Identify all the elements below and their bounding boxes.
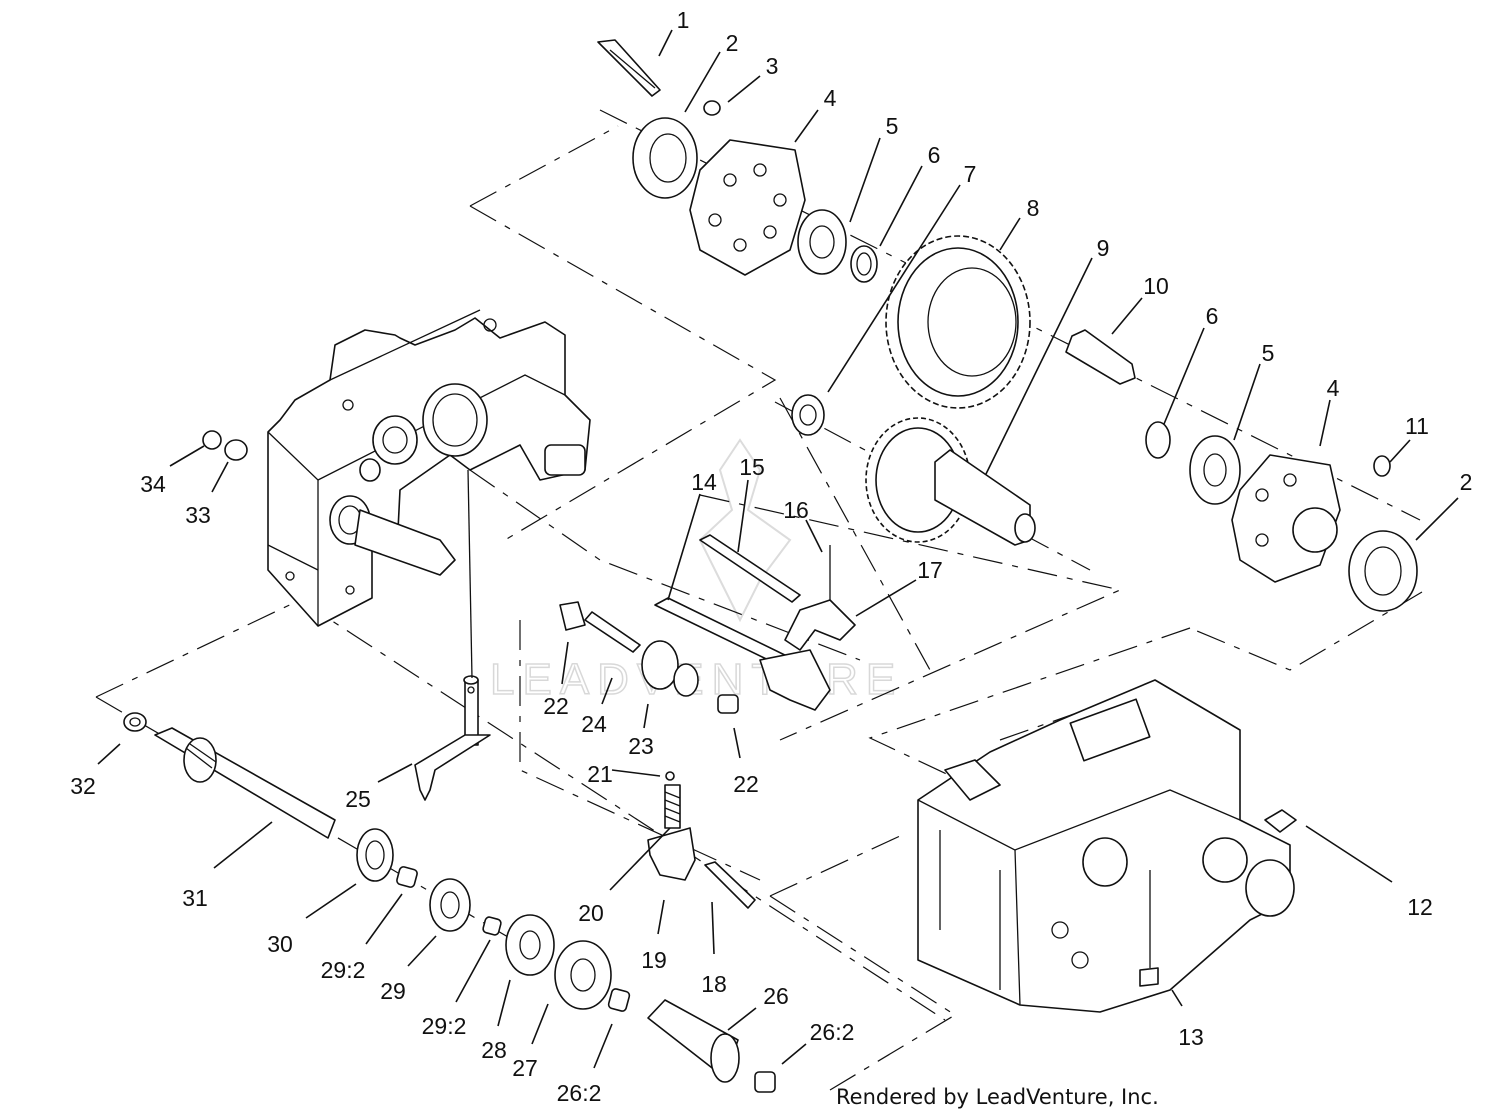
callout-leader-c4b (1319, 399, 1331, 447)
callout-label-c22b: 22 (733, 771, 759, 797)
callout-leader-c27 (531, 1003, 549, 1045)
callout-leader-c17 (855, 579, 917, 617)
callout-leader-c30 (305, 883, 357, 919)
callout-label-c25: 25 (345, 786, 371, 812)
callout-label-c2a: 2 (726, 30, 739, 56)
callout-label-c32: 32 (70, 773, 96, 799)
callout-leader-c7 (827, 184, 961, 393)
callout-leader-c11 (1389, 439, 1411, 463)
callout-leader-c29a (365, 893, 403, 945)
part-callouts: 1234567891065411212131415161722242322212… (70, 7, 1472, 1106)
callout-label-c24: 24 (581, 711, 607, 737)
callout-leader-c5b (1233, 363, 1261, 441)
callout-label-c4a: 4 (824, 85, 837, 111)
callout-leader-c25 (377, 763, 413, 783)
callout-leader-c24 (601, 677, 613, 705)
callout-leader-c6b (1163, 327, 1205, 425)
callout-label-c26a: 26:2 (557, 1080, 602, 1106)
shift-fork-rod (414, 469, 491, 801)
callout-leader-c32 (97, 743, 121, 765)
callout-leader-c31 (213, 821, 273, 869)
callout-leader-c26 (727, 1007, 757, 1031)
callout-label-c2b: 2 (1460, 469, 1473, 495)
callout-leader-c14 (667, 493, 701, 601)
callout-label-c1: 1 (677, 7, 690, 33)
callout-label-c8: 8 (1027, 195, 1040, 221)
callout-label-c27: 27 (512, 1055, 538, 1081)
upper-gear-train (597, 39, 878, 283)
callout-leader-c18 (711, 901, 715, 955)
callout-leader-c29 (407, 935, 437, 967)
callout-leader-c21 (611, 769, 661, 777)
callout-leader-c34 (169, 445, 205, 467)
callout-label-c26b: 26:2 (810, 1019, 855, 1045)
callout-leader-c29b (455, 939, 491, 1003)
callout-leader-c12 (1305, 825, 1393, 883)
callout-label-c31: 31 (182, 885, 208, 911)
callout-label-c17: 17 (917, 557, 943, 583)
callout-label-c5a: 5 (886, 113, 899, 139)
callout-label-c21: 21 (587, 761, 613, 787)
callout-label-c9: 9 (1097, 235, 1110, 261)
right-transmission-housing (917, 679, 1297, 1013)
callout-label-c5b: 5 (1262, 340, 1275, 366)
render-credit: Rendered by LeadVenture, Inc. (836, 1085, 1159, 1109)
right-gear-train (1065, 329, 1418, 612)
callout-leader-c13 (1171, 989, 1183, 1007)
callout-label-c26: 26 (763, 983, 789, 1009)
callout-leader-c28 (497, 979, 511, 1027)
callout-label-c18: 18 (701, 971, 727, 997)
callout-label-c3: 3 (766, 53, 779, 79)
callout-label-c19: 19 (641, 947, 667, 973)
callout-label-c29: 29 (380, 978, 406, 1004)
callout-label-c13: 13 (1178, 1024, 1204, 1050)
callout-leader-c23 (643, 703, 649, 729)
callout-label-c15: 15 (739, 454, 765, 480)
callout-leader-c8 (999, 217, 1021, 251)
callout-label-c16: 16 (783, 497, 809, 523)
callout-leader-c2b (1415, 497, 1459, 541)
callout-label-c7: 7 (964, 161, 977, 187)
callout-leader-c19 (657, 899, 665, 935)
callout-leader-c5a (849, 137, 881, 223)
callout-leader-c33 (211, 461, 229, 493)
callout-label-c23: 23 (628, 733, 654, 759)
callout-label-c34: 34 (140, 471, 166, 497)
callout-leader-c1 (658, 29, 673, 57)
callout-label-c29b: 29:2 (422, 1013, 467, 1039)
callout-label-c6b: 6 (1206, 303, 1219, 329)
callout-label-c29a: 29:2 (321, 957, 366, 983)
callout-label-c33: 33 (185, 502, 211, 528)
callout-leader-c26b (781, 1043, 807, 1065)
callout-label-c4b: 4 (1327, 375, 1340, 401)
callout-label-c22a: 22 (543, 693, 569, 719)
callout-label-c14: 14 (691, 469, 717, 495)
shift-mechanism (559, 534, 856, 909)
callout-label-c12: 12 (1407, 894, 1433, 920)
callout-leader-c16 (805, 519, 823, 553)
input-shaft-assembly (123, 712, 776, 1093)
callout-label-c20: 20 (578, 900, 604, 926)
callout-leader-c10 (1111, 297, 1143, 335)
callout-leader-c15 (737, 479, 749, 553)
callout-leader-c2a (684, 51, 721, 113)
callout-label-c30: 30 (267, 931, 293, 957)
callout-leader-c26a (593, 1023, 613, 1069)
callout-leader-c22a (561, 641, 569, 685)
callout-leader-c9 (985, 257, 1093, 475)
callout-leader-c22b (733, 727, 741, 759)
callout-leader-c3 (727, 75, 761, 103)
callout-label-c28: 28 (481, 1037, 507, 1063)
main-gears (791, 235, 1036, 546)
callout-label-c10: 10 (1143, 273, 1169, 299)
callout-label-c6a: 6 (928, 142, 941, 168)
callout-leader-c4a (794, 109, 819, 143)
seal-fittings (202, 430, 248, 461)
callout-label-c11: 11 (1405, 413, 1429, 439)
callout-leader-c6a (879, 165, 923, 247)
left-transmission-housing (267, 309, 591, 627)
callout-leader-c20 (609, 827, 671, 891)
